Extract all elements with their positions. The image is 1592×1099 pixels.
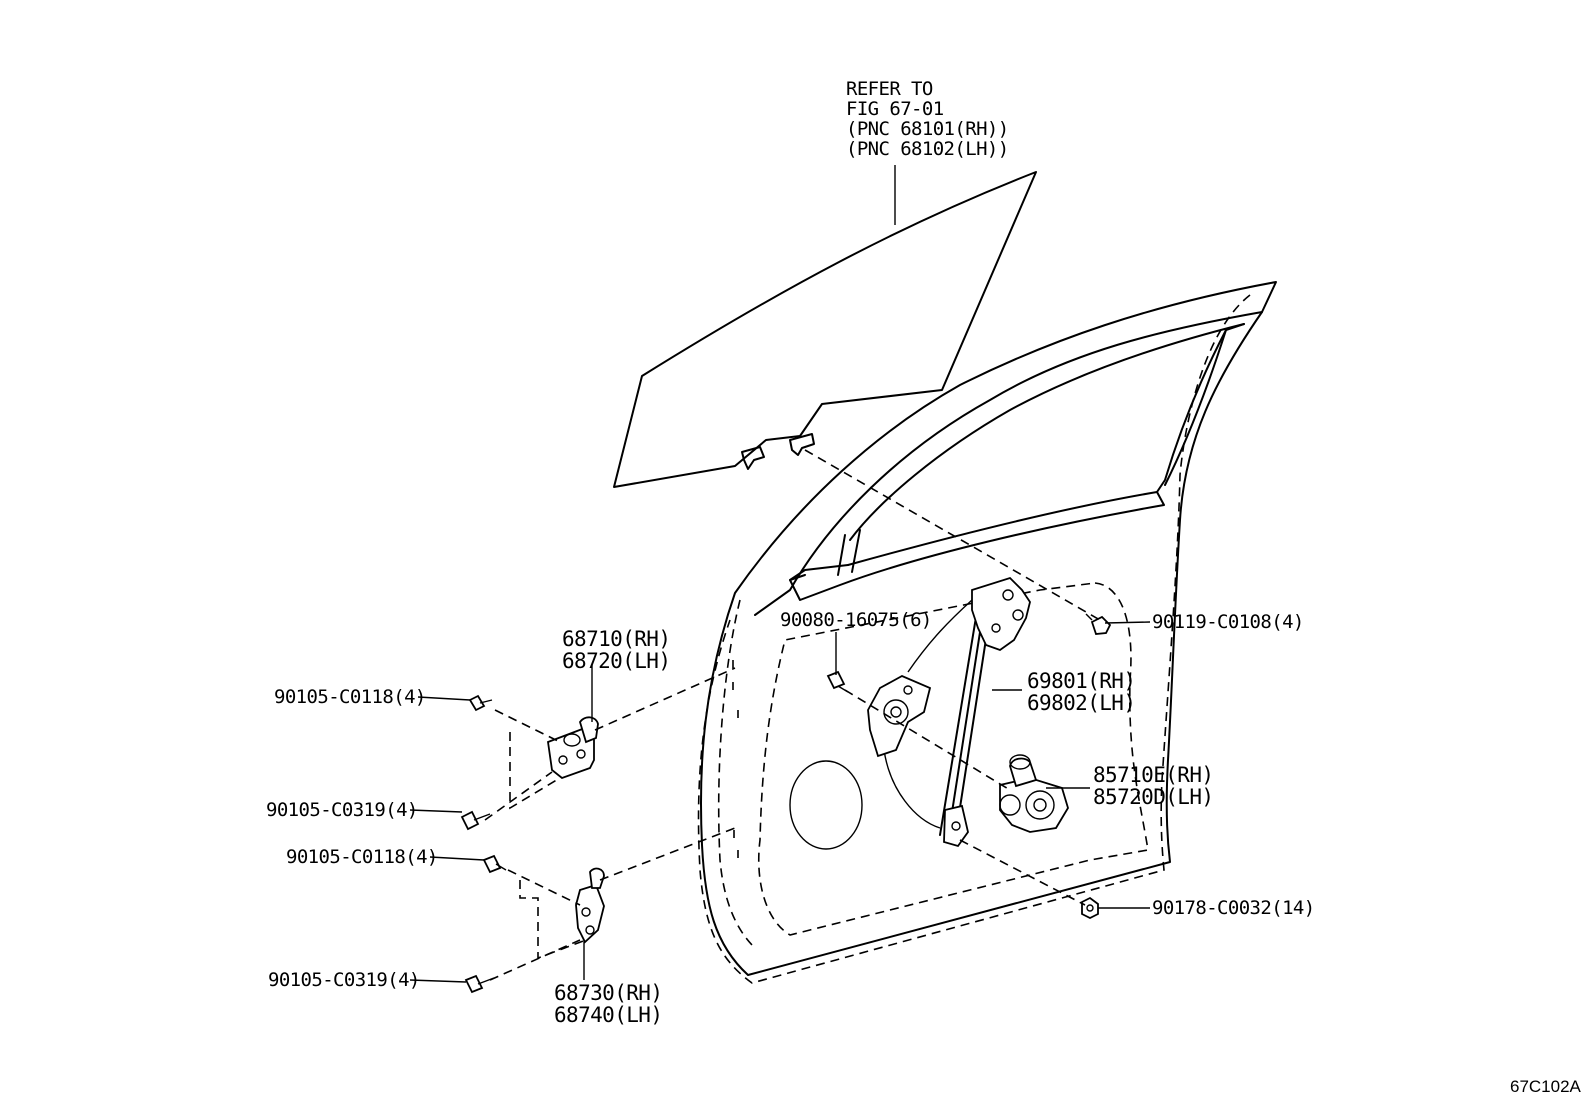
upper-hinge-lh-label: 68720(LH) xyxy=(562,649,670,673)
bolt-label-regulator: 90080-16075(6) xyxy=(780,609,932,631)
window-regulator-motor xyxy=(999,754,1069,833)
glass-ref-line-3: (PNC 68101(RH)) xyxy=(846,118,1009,140)
upper-hinge-rh-label: 68710(RH) xyxy=(562,627,670,651)
bolt-label-lower-hinge-top: 90105-C0118(4) xyxy=(286,846,438,868)
glass-ref-line-2: FIG 67-01 xyxy=(846,98,944,120)
nut-label-motor: 90178-C0032(14) xyxy=(1152,897,1315,919)
bolt-label-upper-hinge-top: 90105-C0118(4) xyxy=(274,686,426,708)
bolt-icon-upper-hinge-top xyxy=(468,694,493,712)
bolt-icon-upper-hinge-bottom xyxy=(460,810,491,831)
lower-hinge-lh-label: 68740(LH) xyxy=(554,1003,662,1027)
window-regulator xyxy=(867,576,1031,848)
upper-door-hinge xyxy=(547,716,599,780)
assembly-guide-lines xyxy=(484,449,1101,981)
bolt-icon-lower-hinge-bottom xyxy=(464,974,495,994)
bolt-icon-regulator xyxy=(826,670,849,693)
figure-code: 67C102A xyxy=(1510,1077,1582,1096)
bolt-label-lower-hinge-bottom: 90105-C0319(4) xyxy=(268,969,420,991)
motor-lh-label: 85720D(LH) xyxy=(1093,785,1213,809)
bolt-icon-lower-hinge-top xyxy=(482,854,507,874)
front-door-panel xyxy=(697,281,1277,984)
nut-icon-motor xyxy=(1081,896,1099,920)
bolt-label-upper-hinge-bottom: 90105-C0319(4) xyxy=(266,799,418,821)
glass-ref-line-1: REFER TO xyxy=(846,78,933,100)
motor-rh-label: 85710E(RH) xyxy=(1093,763,1213,787)
leader-lines xyxy=(409,165,1151,983)
lower-door-hinge xyxy=(575,867,605,944)
regulator-lh-label: 69802(LH) xyxy=(1027,691,1135,715)
glass-ref-line-4: (PNC 68102(LH)) xyxy=(846,138,1009,160)
door-glass xyxy=(613,171,1037,488)
lower-hinge-rh-label: 68730(RH) xyxy=(554,981,662,1005)
bolt-icon-glass xyxy=(1085,613,1112,635)
bolt-label-glass: 90119-C0108(4) xyxy=(1152,611,1304,633)
regulator-rh-label: 69801(RH) xyxy=(1027,669,1135,693)
